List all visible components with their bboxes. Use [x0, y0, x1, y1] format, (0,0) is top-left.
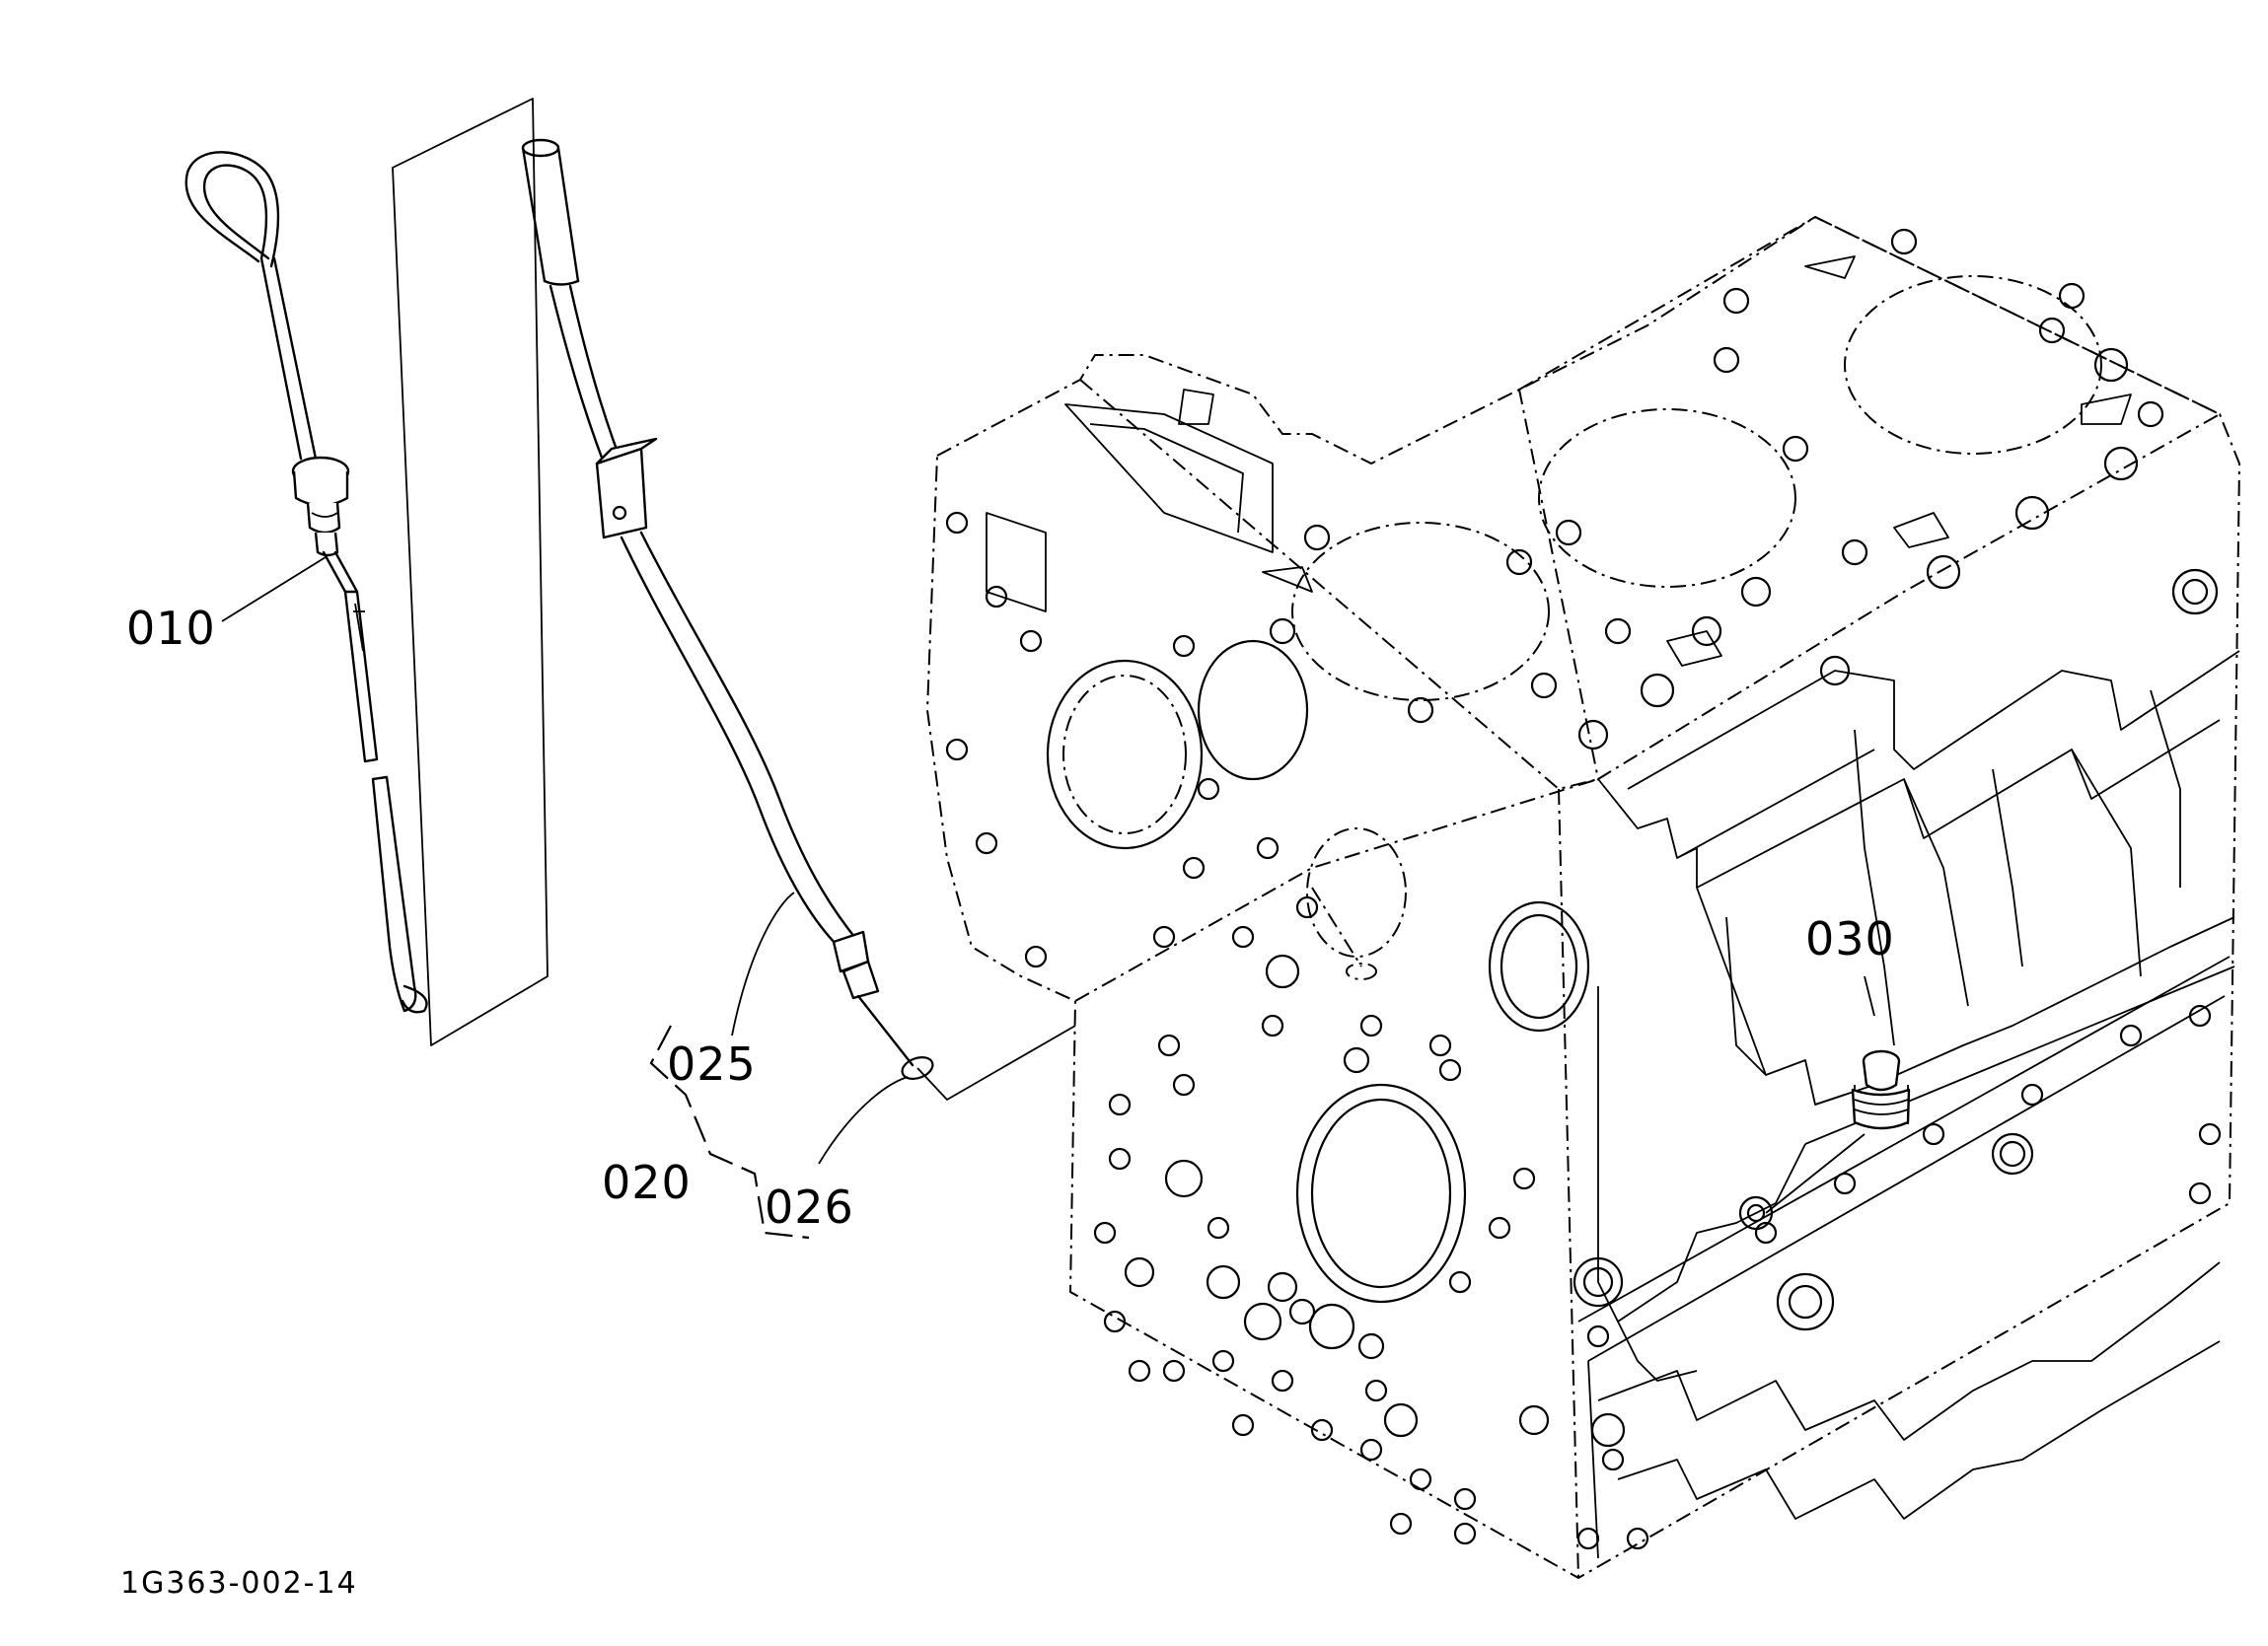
callout-020: 020 [602, 1156, 692, 1209]
oil-dipstick-icon [184, 151, 428, 1014]
dipstick-guide-pipe-icon [521, 138, 915, 1067]
o-ring-icon [901, 1056, 934, 1080]
drawing-code: 1G363-002-14 [120, 1566, 358, 1601]
callout-030: 030 [1805, 912, 1895, 966]
callout-025: 025 [667, 1038, 757, 1091]
callout-026: 026 [765, 1181, 854, 1234]
plug-bolt-icon [1765, 1049, 1911, 1214]
callout-010: 010 [126, 602, 216, 655]
engine-block-icon [925, 215, 2241, 1580]
